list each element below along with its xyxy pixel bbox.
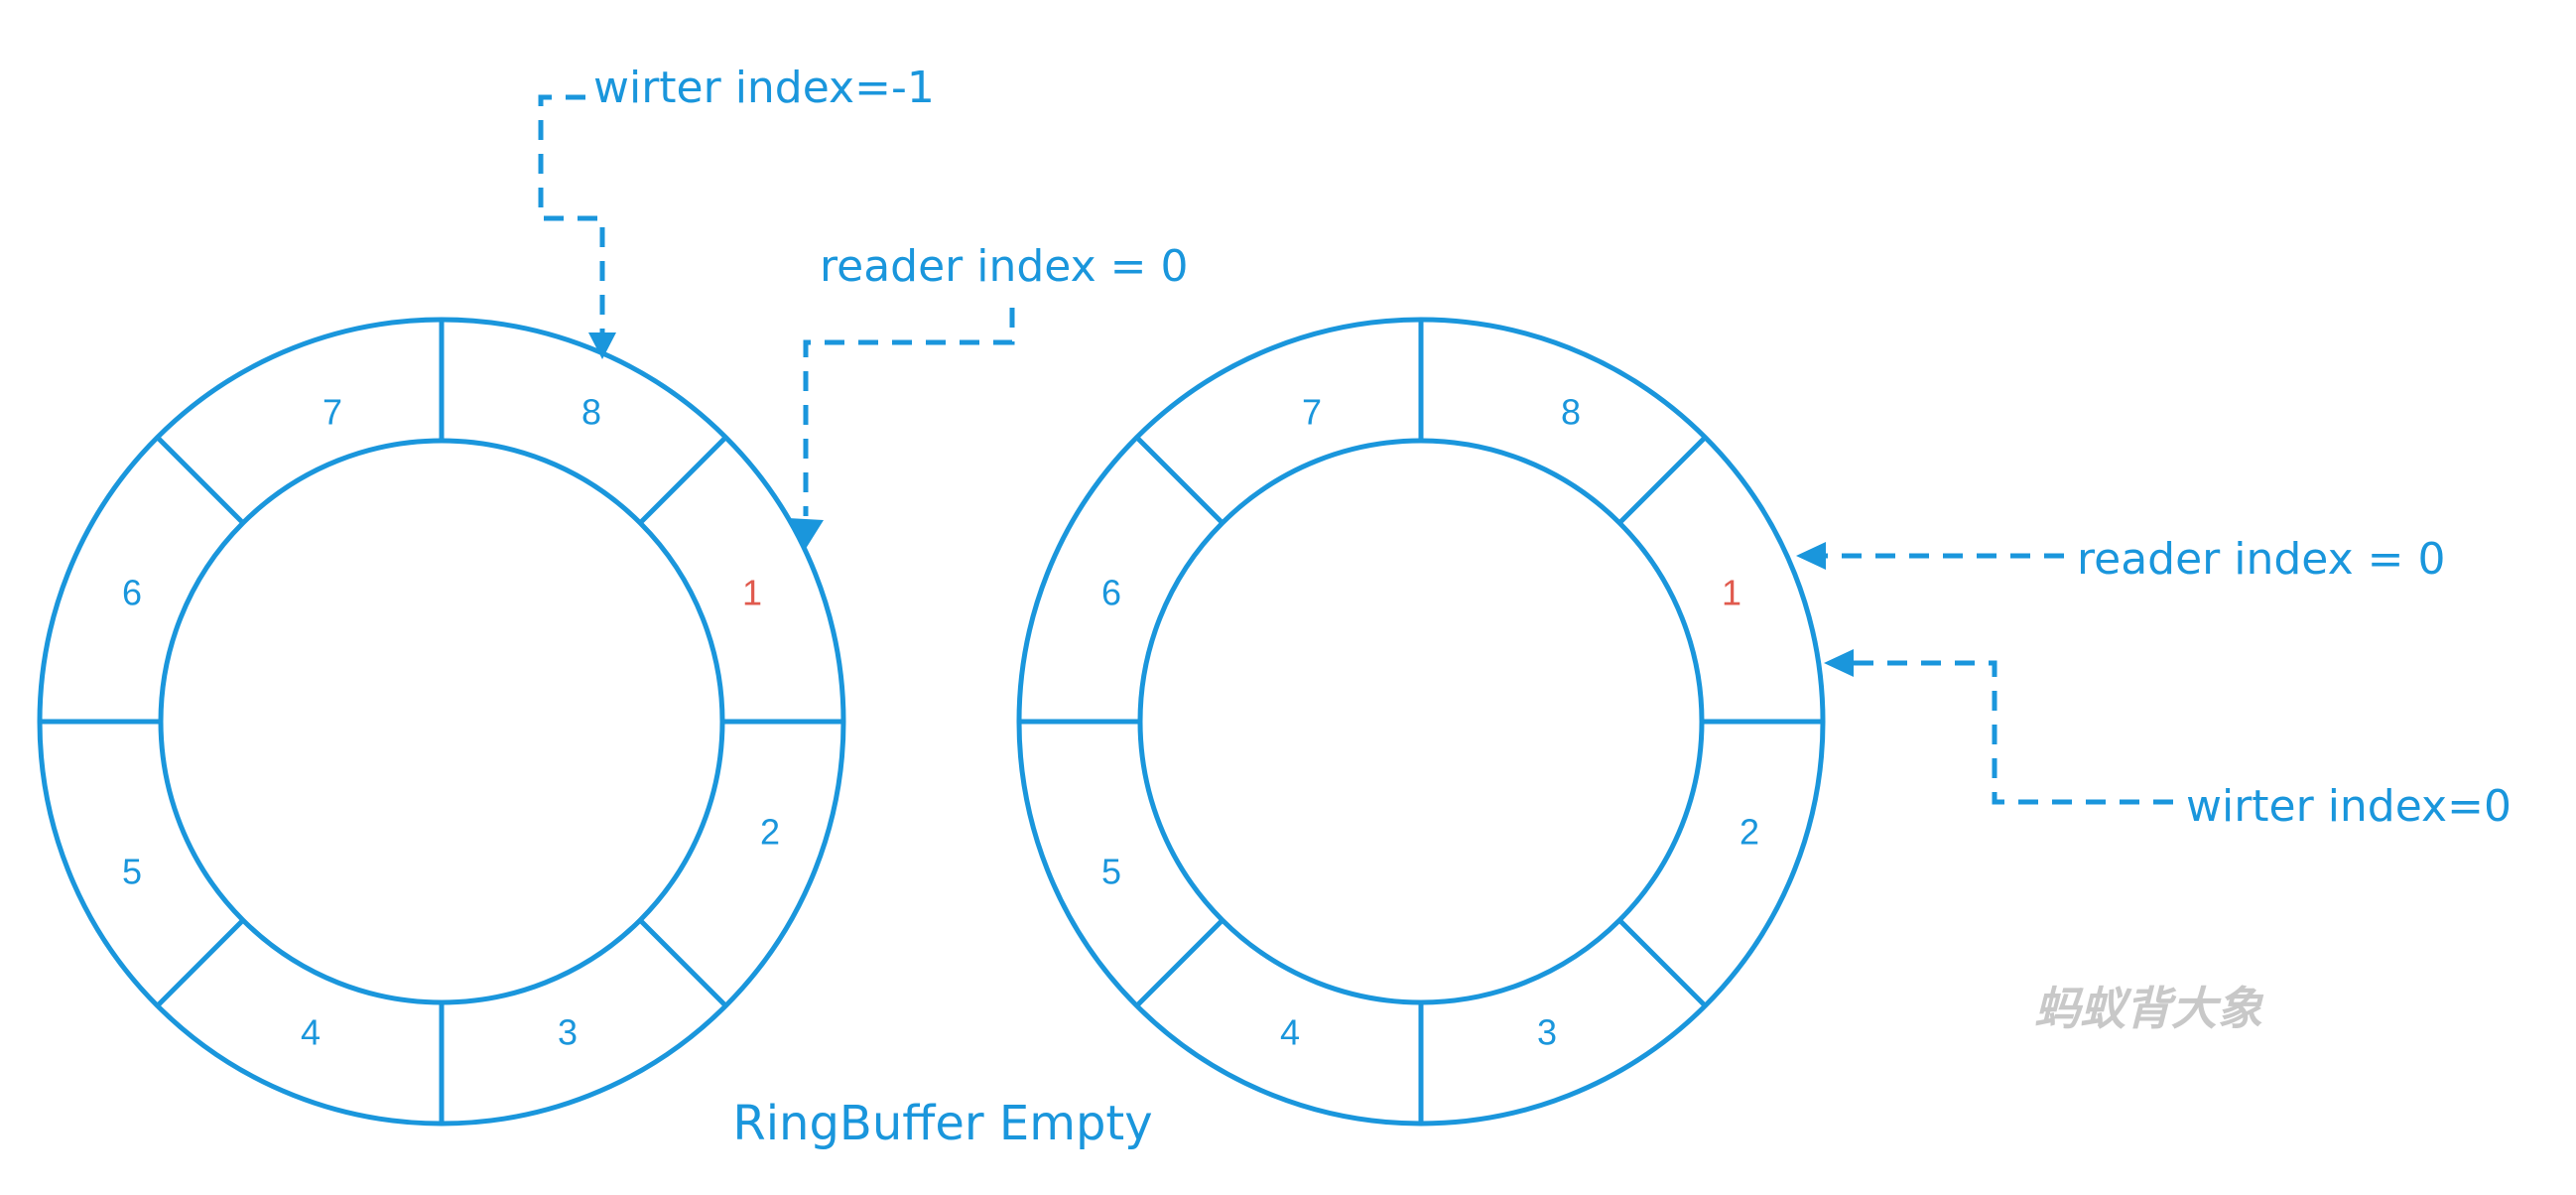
- left-slot-divider: [638, 435, 728, 525]
- right-slot-divider: [1134, 435, 1224, 525]
- right-writer-pointer: wirter index=0: [1824, 649, 2512, 832]
- left-slot-8: 8: [581, 392, 601, 433]
- right-slot-1: 1: [1722, 573, 1741, 613]
- right-slot-4: 4: [1280, 1012, 1300, 1053]
- right-slot-5: 5: [1101, 852, 1121, 892]
- right-reader-pointer: reader index = 0: [1796, 534, 2445, 585]
- left-slot-3: 3: [558, 1012, 578, 1053]
- right-slot-dividers: [1019, 320, 1823, 1124]
- left-slot-4: 4: [301, 1012, 321, 1053]
- right-slot-divider: [1134, 918, 1224, 1008]
- left-writer-label: wirter index=-1: [593, 63, 935, 113]
- right-ring-buffer: 1 2 3 4 5 6 7 8: [1016, 317, 1826, 1127]
- right-writer-arrowhead: [1824, 649, 1854, 677]
- left-ring-buffer: 1 2 3 4 5 6 7 8: [37, 317, 846, 1127]
- left-inner-ring: [158, 438, 725, 1005]
- left-slot-1: 1: [742, 573, 762, 613]
- right-writer-arrow-line: [1854, 660, 2173, 805]
- right-inner-ring: [1137, 438, 1705, 1005]
- left-reader-label: reader index = 0: [820, 241, 1188, 292]
- left-slot-divider: [638, 918, 728, 1008]
- left-slot-dividers: [40, 320, 843, 1124]
- diagram-caption: RingBuffer Empty: [732, 1096, 1152, 1151]
- left-slot-5: 5: [122, 852, 142, 892]
- right-writer-label: wirter index=0: [2186, 781, 2512, 832]
- watermark-text: 蚂蚁背大象: [2034, 982, 2264, 1035]
- right-slot-7: 7: [1302, 392, 1322, 433]
- left-slot-7: 7: [322, 392, 342, 433]
- left-reader-arrowhead: [788, 518, 824, 552]
- right-slot-divider: [1617, 435, 1708, 525]
- right-slot-3: 3: [1537, 1012, 1557, 1053]
- left-slot-2: 2: [760, 812, 780, 853]
- left-reader-pointer: reader index = 0: [788, 241, 1188, 552]
- left-slot-divider: [155, 918, 245, 1008]
- left-writer-pointer: wirter index=-1: [538, 63, 935, 359]
- left-reader-arrow-line: [803, 308, 1015, 516]
- right-slot-2: 2: [1739, 812, 1759, 853]
- right-slot-6: 6: [1101, 573, 1121, 613]
- left-writer-arrowhead: [588, 332, 616, 359]
- right-reader-arrowhead: [1796, 542, 1826, 570]
- left-slot-6: 6: [122, 573, 142, 613]
- left-writer-arrow-line: [538, 94, 605, 335]
- left-slot-divider: [155, 435, 245, 525]
- right-slot-8: 8: [1561, 392, 1581, 433]
- right-slot-divider: [1617, 918, 1708, 1008]
- right-reader-label: reader index = 0: [2077, 534, 2445, 585]
